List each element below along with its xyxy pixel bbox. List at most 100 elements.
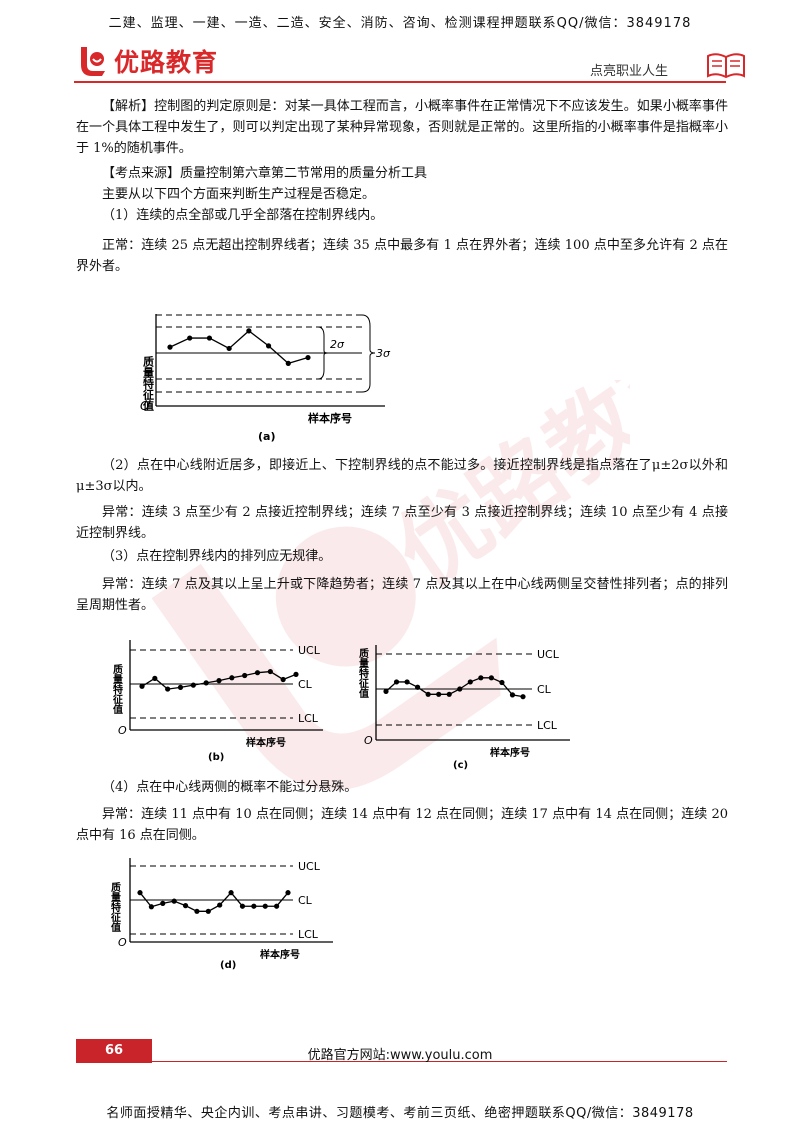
chart-b-point-8 <box>229 675 235 681</box>
chart-b-point-9 <box>242 672 248 679</box>
chart-a-ylabel: 质量特征值 <box>142 355 155 412</box>
chart-d-origin: O <box>118 936 127 949</box>
footer-divider <box>152 1061 727 1062</box>
rule-3-abnormal: 异常：连续 7 点及其以上呈上升或下降趋势者；连续 7 点及其以上在中心线两侧呈… <box>76 577 728 613</box>
chart-c-xlabel: 样本序号 <box>490 746 530 759</box>
chart-c-point-7 <box>446 691 452 697</box>
chart-c-origin: O <box>364 734 373 747</box>
chart-c-ucl-label: UCL <box>537 648 560 661</box>
page-number: 66 <box>76 1039 152 1063</box>
chart-a-3sigma-label: 3σ <box>376 347 391 360</box>
chart-c-point-6 <box>436 691 442 697</box>
chart-b-point-10 <box>254 670 261 676</box>
control-chart-b: 质量特征值 O UCL CL LCL 样本序号 (b) <box>111 640 323 763</box>
chart-d-point-13 <box>274 903 280 909</box>
rule-1-heading: （1）连续的点全部或几乎全部落在控制界线内。 <box>102 208 384 223</box>
chart-d-point-8 <box>217 902 223 908</box>
chart-c-point-8 <box>457 686 463 692</box>
chart-d-lcl-label: LCL <box>298 928 319 941</box>
chart-b-point-6 <box>203 680 209 686</box>
chart-c-series <box>383 675 526 700</box>
chart-b-ucl-label: UCL <box>298 644 321 657</box>
chart-a-point-2 <box>187 335 193 341</box>
open-book-icon <box>707 53 745 79</box>
chart-b-point-7 <box>216 678 222 684</box>
bottom-promo-banner: 名师面授精华、央企内训、考点串讲、习题模考、考前三页纸、绝密押题联系QQ/微信：… <box>106 1106 694 1121</box>
youlu-logo-icon <box>81 47 105 76</box>
chart-d-xlabel: 样本序号 <box>260 948 300 961</box>
chart-d-point-1 <box>137 890 143 896</box>
chart-a-caption: (a) <box>258 430 275 443</box>
chart-a-origin: O <box>140 399 149 413</box>
chart-a-2sigma-label: 2σ <box>330 338 345 351</box>
rule-2-abnormal: 异常：连续 3 点至少有 2 点接近控制界线；连续 7 点至少有 3 点接近控制… <box>76 505 728 541</box>
rule-4-abnormal: 异常：连续 11 点中有 10 点在同侧；连续 14 点中有 12 点在同侧；连… <box>76 807 728 843</box>
chart-d-ucl-label: UCL <box>298 860 321 873</box>
chart-b-cl-label: CL <box>298 678 313 691</box>
control-chart-d: 质量特征值 O UCL CL LCL 样本序号 (d) <box>109 858 333 971</box>
chart-a-2sigma-brace <box>317 326 329 380</box>
chart-b-origin: O <box>118 724 127 737</box>
chart-b-point-3 <box>165 686 171 692</box>
chart-a-point-7 <box>285 360 291 366</box>
chart-c-point-13 <box>509 692 516 698</box>
rule-4-heading: （4）点在中心线两侧的概率不能过分悬殊。 <box>102 780 358 795</box>
chart-a-xlabel: 样本序号 <box>308 411 352 425</box>
chart-c-point-12 <box>499 679 505 686</box>
chart-b-point-5 <box>190 682 196 688</box>
brand-name: 优路教育 <box>114 48 219 77</box>
chart-a-series <box>167 328 311 366</box>
top-promo-banner: 二建、监理、一建、一造、二造、安全、消防、咨询、检测课程押题联系QQ/微信：38… <box>108 16 692 31</box>
chart-b-point-2 <box>152 675 158 681</box>
chart-c-point-4 <box>415 684 421 690</box>
chart-c-point-14 <box>520 694 526 700</box>
chart-d-point-12 <box>262 903 268 909</box>
chart-b-point-1 <box>139 683 145 689</box>
chart-c-point-1 <box>383 688 389 694</box>
chart-a-line <box>169 330 309 365</box>
chart-d-cl-label: CL <box>298 894 313 907</box>
chart-c-point-11 <box>488 675 494 681</box>
chart-d-point-4 <box>171 898 177 904</box>
chart-d-point-9 <box>228 890 234 896</box>
chart-c-caption: (c) <box>453 760 468 771</box>
chart-d-point-10 <box>239 903 246 909</box>
chart-b-lcl-label: LCL <box>298 712 319 725</box>
header-divider <box>74 81 726 83</box>
chart-a-point-8 <box>305 354 311 361</box>
chart-a-point-4 <box>226 345 232 352</box>
chart-c-point-5 <box>425 691 431 697</box>
chart-a-point-5 <box>246 328 252 334</box>
chart-a-3sigma-brace <box>361 314 376 393</box>
chart-b-series <box>139 668 299 692</box>
chart-c-point-10 <box>478 675 484 681</box>
source-paragraph: 【考点来源】质量控制第六章第二节常用的质量分析工具 <box>102 166 428 181</box>
chart-d-point-6 <box>194 908 200 914</box>
footer-website[interactable]: 优路官方网站:www.youlu.com <box>307 1048 493 1063</box>
chart-d-point-2 <box>148 904 154 910</box>
chart-d-caption: (d) <box>220 960 236 971</box>
chart-c-point-9 <box>467 679 473 685</box>
chart-b-caption: (b) <box>208 752 224 763</box>
rule-2-heading: （2）点在中心线附近居多，即接近上、下控制界线的点不能过多。接近控制界线是指点落… <box>76 458 728 494</box>
rule-3-heading: （3）点在控制界线内的排列应无规律。 <box>102 549 332 564</box>
chart-c-point-2 <box>393 679 400 685</box>
chart-d-series <box>137 890 291 914</box>
chart-d-point-7 <box>205 908 211 914</box>
chart-b-ylabel: 质量特征值 <box>111 663 123 715</box>
chart-a-point-6 <box>265 343 272 349</box>
chart-c-cl-label: CL <box>537 683 552 696</box>
chart-a-point-1 <box>167 344 173 350</box>
chart-d-point-3 <box>160 900 166 906</box>
brand-logo: 优路教育 <box>78 44 218 78</box>
chart-b-xlabel: 样本序号 <box>246 736 286 749</box>
chart-b-point-11 <box>267 668 273 675</box>
analysis-paragraph: 【解析】控制图的判定原则是：对某一具体工程而言，小概率事件在正常情况下不应该发生… <box>76 99 728 156</box>
control-chart-c: 质量特征值 O UCL CL LCL 样本序号 (c) <box>358 645 570 771</box>
chart-d-point-5 <box>182 903 189 909</box>
chart-a-point-3 <box>206 335 213 341</box>
chart-d-point-14 <box>285 890 291 896</box>
chart-b-point-4 <box>177 684 184 690</box>
rule-1-normal: 正常：连续 25 点无超出控制界线者；连续 35 点中最多有 1 点在界外者；连… <box>76 238 728 274</box>
slogan: 点亮职业人生 <box>590 64 669 79</box>
